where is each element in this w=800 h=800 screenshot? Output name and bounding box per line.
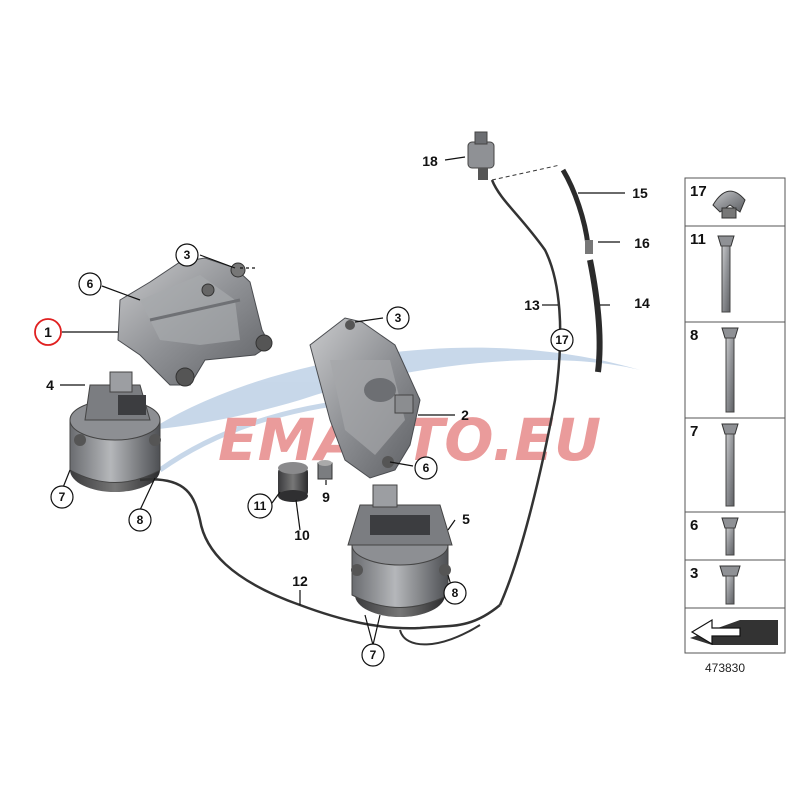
callout-3-right: 3 bbox=[386, 306, 410, 330]
table-row-label: 17 bbox=[690, 183, 707, 200]
callout-6-upper: 6 bbox=[78, 272, 102, 296]
short-bolt-icon bbox=[721, 517, 739, 556]
part-5-engine-mount-right bbox=[347, 484, 453, 617]
svg-text:3: 3 bbox=[395, 311, 402, 325]
table-row-label: 3 bbox=[690, 565, 698, 582]
callout-5: 5 bbox=[462, 511, 470, 527]
diagram-number: 473830 bbox=[705, 661, 745, 675]
table-row-label: 6 bbox=[690, 517, 698, 534]
long-bolt-icon bbox=[717, 235, 735, 313]
callout-16: 16 bbox=[634, 235, 650, 251]
callout-9: 9 bbox=[322, 489, 330, 505]
callout-17-hose: 17 bbox=[550, 328, 574, 352]
part-18-solenoid-valve bbox=[467, 131, 495, 180]
callout-3-upper: 3 bbox=[175, 243, 199, 267]
table-row-label: 7 bbox=[690, 423, 698, 440]
svg-text:8: 8 bbox=[137, 513, 144, 527]
svg-text:11: 11 bbox=[254, 499, 267, 513]
callout-12: 12 bbox=[292, 573, 308, 589]
svg-text:6: 6 bbox=[423, 461, 430, 475]
callout-10: 10 bbox=[294, 527, 310, 543]
callout-4: 4 bbox=[46, 377, 54, 393]
hose-connection-dashed bbox=[491, 164, 561, 181]
callout-8-right: 8 bbox=[443, 581, 467, 605]
svg-text:1: 1 bbox=[44, 324, 52, 340]
callout-11: 11 bbox=[247, 493, 273, 519]
callout-8-left: 8 bbox=[128, 508, 152, 532]
part-4-engine-mount-left bbox=[69, 371, 161, 492]
callout-15: 15 bbox=[632, 185, 648, 201]
part-14-hose bbox=[560, 168, 603, 373]
table-row-label: 8 bbox=[690, 327, 698, 344]
arrow-symbol-icon bbox=[690, 618, 778, 646]
part-1-engine-support-bracket bbox=[117, 257, 273, 387]
part-10-rubber-buffer bbox=[278, 462, 308, 502]
long-bolt-icon bbox=[721, 327, 739, 413]
short-bolt-icon bbox=[719, 565, 741, 605]
leader-lines bbox=[60, 156, 625, 646]
callout-1: 1 bbox=[34, 318, 62, 346]
table-row-label: 11 bbox=[690, 231, 706, 248]
fasteners-table: 17 11 8 7 6 3 bbox=[684, 177, 786, 654]
svg-text:17: 17 bbox=[555, 333, 569, 347]
callout-6-right: 6 bbox=[414, 456, 438, 480]
svg-text:7: 7 bbox=[370, 648, 377, 662]
callout-7-left: 7 bbox=[50, 485, 74, 509]
callout-18: 18 bbox=[422, 153, 438, 169]
svg-text:8: 8 bbox=[452, 586, 459, 600]
callout-14: 14 bbox=[634, 295, 650, 311]
part-2-engine-support-bracket bbox=[309, 317, 421, 479]
callout-2: 2 bbox=[461, 407, 469, 423]
callout-13: 13 bbox=[524, 297, 540, 313]
svg-text:6: 6 bbox=[87, 277, 94, 291]
svg-text:3: 3 bbox=[184, 248, 191, 262]
clip-icon bbox=[712, 190, 746, 219]
callout-7-right: 7 bbox=[361, 643, 385, 667]
part-9-nut bbox=[317, 460, 333, 480]
long-bolt-icon bbox=[721, 423, 739, 507]
svg-text:7: 7 bbox=[59, 490, 66, 504]
